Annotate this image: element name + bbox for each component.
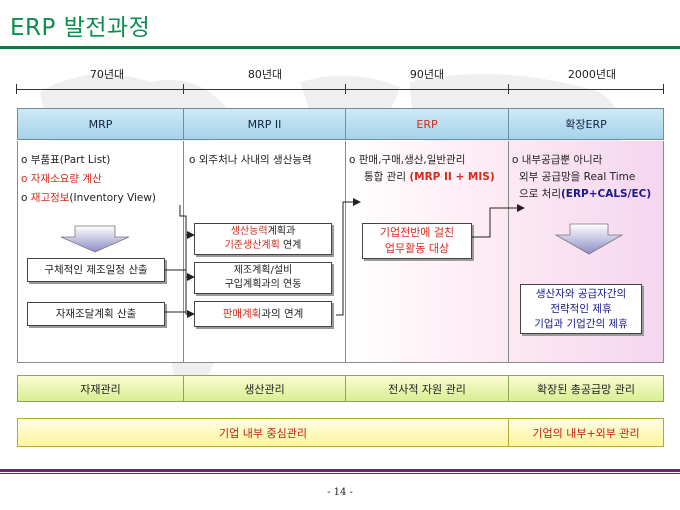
decade-label-2000s: 2000년대 [567,68,617,81]
mrp2-item-capacity: o 외주처나 사내의 생산능력 [189,154,312,166]
column-header-extended-erp: 확장ERP [508,108,664,140]
connector-arrow [165,310,195,318]
ext-item-line2: 외부 공급망을 Real Time [519,171,636,183]
page-number: - 14 - [327,487,353,498]
timeline-tick [663,84,664,94]
text: 계획과 [267,226,296,237]
connector-arrow [472,204,525,238]
erp-box-enterprise-scope: 기업전반에 걸친 업무활동 대상 [362,223,472,259]
text: 통합 관리 [364,171,406,183]
box-line: 기준생산계획 연계 [195,239,331,253]
timeline-tick [183,84,184,94]
bar-enterprise-resource-management: 전사적 자원 관리 [345,375,509,402]
bullet: o [21,154,28,166]
decade-label-80s: 80년대 [247,68,283,81]
footer-rule [0,469,680,472]
column-header-erp: ERP [345,108,509,140]
mrp-item-requirements: o 자재소요량 계산 [21,170,102,189]
ext-item-line1: o 내부공급뿐 아니라 [512,154,603,166]
ext-item-line3: 으로 처리(ERP+CALS/EC) [519,185,651,204]
timeline-axis [16,89,664,90]
bar-material-management: 자재관리 [17,375,184,402]
text: 으로 처리 [519,188,561,200]
mrp-box-production-schedule: 구체적인 제조일정 산출 [27,258,165,282]
erp-item-integration: o 판매,구매,생산,일반관리 [349,154,466,166]
red-text: 판매계획 [222,308,262,320]
box-line: 기업과 기업간의 제휴 [534,317,628,330]
box-line: 구입계획과의 연동 [224,279,302,290]
ext-box-strategic-alliance: 생산자와 공급자간의 전략적인 제휴 기업과 기업간의 제휴 [520,284,642,334]
item-text: 부품표(Part List) [30,154,111,166]
item-text-suffix: (Inventory View) [69,192,157,204]
mrp-item-part-list: o 부품표(Part List) [21,151,110,170]
bar-internal-external-management: 기업의 내부+외부 관리 [508,418,664,447]
down-arrow-icon [60,225,130,253]
timeline-tick [16,84,17,94]
down-arrow-icon [554,223,624,255]
mrp2-box-manufacturing-plan: 제조계획/설비 구입계획과의 연동 [194,262,332,294]
timeline-tick [508,84,509,94]
bar-internal-management: 기업 내부 중심관리 [17,418,509,447]
connector-arrow [336,198,361,316]
bar-supply-chain-management: 확장된 총공급망 관리 [508,375,664,402]
connector-arrow [179,205,195,239]
mrp-box-material-procurement: 자재조달계획 산출 [27,302,165,326]
footer-rule-thin [0,473,680,474]
box-line: 기업전반에 걸친 [379,226,455,239]
item-text: 재고정보 [30,192,70,204]
text: 과의 연계 [261,308,304,320]
box-line: 전략적인 제휴 [550,302,612,315]
box-line: 생산능력계획과 [195,225,331,239]
box-line: 업무활동 대상 [384,242,450,255]
item-text: 자재소요량 계산 [30,173,102,185]
timeline-tick [345,84,346,94]
box-line: 제조계획/설비 [233,265,293,276]
column-header-mrp2: MRP II [183,108,346,140]
column-header-mrp: MRP [17,108,184,140]
bullet: o [21,173,28,185]
title-rule [0,46,680,49]
blue-text: (ERP+CALS/EC) [560,188,652,200]
bullet: o [21,192,28,204]
page-title: ERP 발전과정 [10,15,151,41]
bar-production-management: 생산관리 [183,375,346,402]
panel-mrp [17,141,184,363]
text: 연계 [279,240,302,251]
decade-label-90s: 90년대 [409,68,445,81]
mrp-item-inventory: o 재고정보(Inventory View) [21,189,156,208]
erp-item-integrated-mgmt: 통합 관리 (MRP II + MIS) [364,168,495,187]
box-line: 생산자와 공급자간의 [535,287,627,300]
mrp2-box-sales-plan: 판매계획과의 연계 [194,301,332,327]
red-text: 생산능력 [230,226,268,237]
red-text: 기준생산계획 [224,240,280,251]
mrp2-box-capacity-planning: 생산능력계획과 기준생산계획 연계 [194,223,332,255]
red-text: (MRP II + MIS) [409,171,495,183]
decade-label-70s: 70년대 [89,68,125,81]
